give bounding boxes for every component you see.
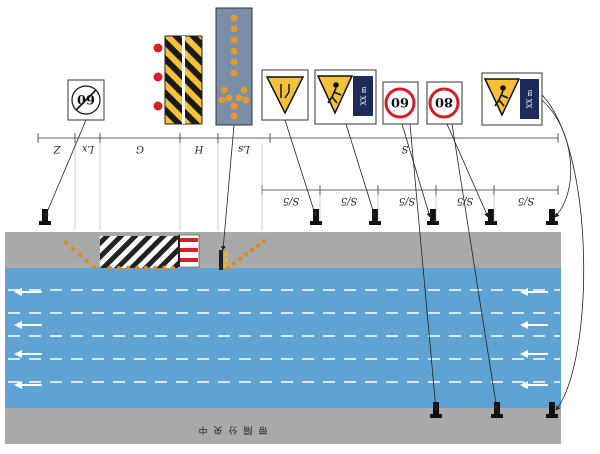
traffic-cone xyxy=(255,243,261,248)
sign-post-icon xyxy=(546,209,558,225)
lane-arrows xyxy=(14,288,548,389)
dim-s5-label: S/5 xyxy=(457,195,474,206)
work-shoulder xyxy=(5,232,561,268)
median-char: 分 xyxy=(228,424,237,435)
median-char: 中 xyxy=(198,424,207,436)
median-label: 中 央 分 隔 带 xyxy=(198,424,267,436)
dim-s5-label: S/5 xyxy=(518,195,535,206)
speed-limit-80-number: 80 xyxy=(435,94,453,109)
traffic-cone xyxy=(70,246,76,252)
work-area-vehicle-icon xyxy=(178,234,200,268)
traffic-cone xyxy=(134,265,140,271)
dim-s5-label: S/5 xyxy=(399,195,416,206)
dim-g-label: G xyxy=(136,143,144,154)
speed-limit-60-sign: 60 xyxy=(382,81,419,125)
median-char: 央 xyxy=(213,424,222,436)
dim-ls-label: Ls xyxy=(238,143,251,154)
roadwork-warning-sign: XX m xyxy=(314,69,377,125)
arrow-light-board-icon xyxy=(215,7,253,126)
dim-lx-label: Lx xyxy=(82,143,96,154)
median-strip xyxy=(5,408,561,444)
traffic-cone xyxy=(161,265,167,271)
traffic-cone xyxy=(231,261,237,266)
distance-plate-text: XX m xyxy=(360,86,368,105)
dim-s5-label: S/5 xyxy=(341,195,358,206)
lane-markings xyxy=(8,289,560,383)
end-speed-limit-sign: 60 xyxy=(67,79,105,121)
left-arrow-icon xyxy=(14,288,42,296)
sign-post-icon xyxy=(546,402,558,418)
traffic-cone xyxy=(84,258,90,264)
dim-z-label: Z xyxy=(52,143,61,154)
traffic-cone xyxy=(225,265,231,271)
traffic-cone xyxy=(107,265,113,271)
distance-plate-text: XX m xyxy=(526,89,534,108)
median-char: 隔 xyxy=(243,424,252,435)
work-zone xyxy=(63,234,267,271)
traffic-cone xyxy=(152,265,158,271)
traffic-cone xyxy=(170,265,176,271)
traffic-cones xyxy=(63,238,267,271)
leader-lines xyxy=(44,94,585,411)
left-arrow-icon xyxy=(520,350,548,358)
lane-narrows-warning-sign xyxy=(261,69,309,121)
traffic-cone xyxy=(243,252,249,257)
signs: 60 xyxy=(67,7,543,126)
median-char: 带 xyxy=(258,424,267,435)
left-arrow-icon xyxy=(14,381,42,389)
dim-s-label: S xyxy=(401,143,408,154)
sign-post-icon xyxy=(485,209,497,225)
traffic-cone xyxy=(116,265,122,271)
dim-s5-label: S/5 xyxy=(283,195,300,206)
left-arrow-icon xyxy=(520,321,548,329)
traffic-cone xyxy=(77,252,83,258)
traffic-cone xyxy=(249,247,255,253)
carriageway xyxy=(5,268,561,408)
traffic-cone xyxy=(143,265,149,271)
traffic-cone xyxy=(91,264,97,270)
traffic-cone xyxy=(261,238,267,244)
left-arrow-icon xyxy=(14,321,42,329)
work-area-hatch xyxy=(100,236,180,268)
traffic-cone xyxy=(63,240,69,246)
speed-limit-60-number: 60 xyxy=(391,94,409,109)
road xyxy=(5,232,561,444)
left-arrow-icon xyxy=(520,288,548,296)
left-arrow-icon xyxy=(14,350,42,358)
traffic-cone xyxy=(125,265,131,271)
left-arrow-icon xyxy=(520,381,548,389)
barrier-with-lights-icon xyxy=(153,35,203,125)
traffic-cone xyxy=(237,256,243,262)
dimension-lines: Z Lx G H Ls S S/5 S/5 S/5 S/5 S/5 xyxy=(37,133,559,230)
dim-h-label: H xyxy=(194,143,204,154)
speed-limit-80-sign: 80 xyxy=(426,81,463,125)
sign-post-icon xyxy=(427,209,439,225)
roadwork-warning-sign: XX m xyxy=(481,72,543,126)
